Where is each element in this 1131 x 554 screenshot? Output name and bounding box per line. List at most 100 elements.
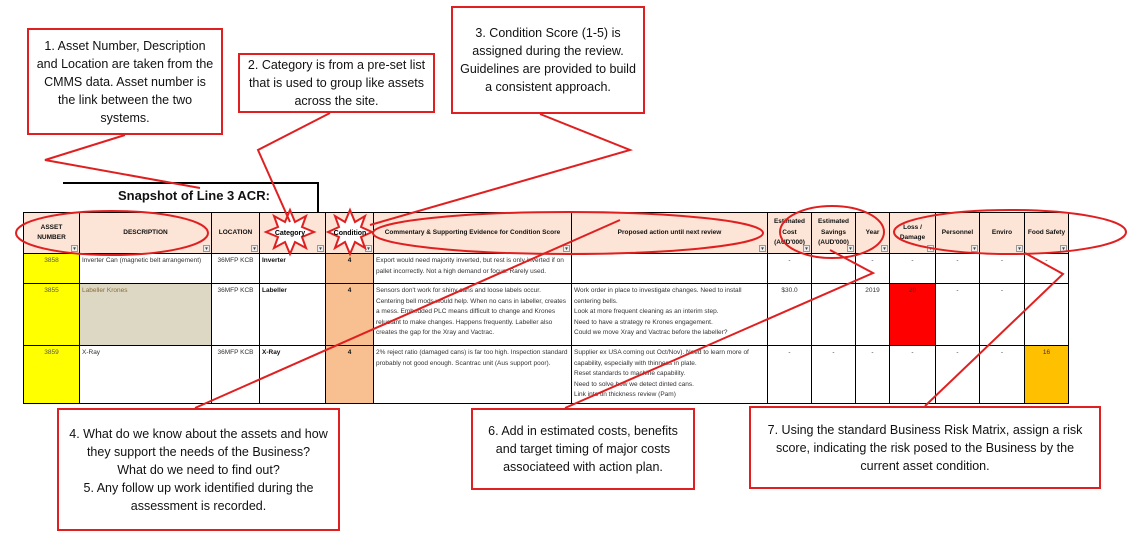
filter-dropdown-icon[interactable]: ▾ (71, 245, 78, 252)
column-header: Personnel ▾ (935, 212, 980, 254)
cell-comment[interactable]: 2% reject ratio (damaged cans) is far to… (373, 345, 572, 404)
cell-desc[interactable]: X-Ray (79, 345, 212, 404)
filter-dropdown-icon[interactable]: ▾ (563, 245, 570, 252)
cell-year[interactable]: - (855, 253, 890, 284)
column-header: Proposed action until next review ▾ (571, 212, 768, 254)
callout-2: 2. Category is from a pre-set list that … (238, 53, 435, 113)
filter-dropdown-icon[interactable]: ▾ (759, 245, 766, 252)
column-header: Estimated Cost (AUD'000)▾ (767, 212, 812, 254)
callout-6: 6. Add in estimated costs, benefits and … (471, 408, 695, 490)
callout-7: 7. Using the standard Business Risk Matr… (749, 406, 1101, 489)
cell-enviro[interactable]: - (979, 283, 1025, 346)
cell-loss[interactable]: 20 (889, 283, 936, 346)
filter-dropdown-icon[interactable]: ▾ (847, 245, 854, 252)
filter-dropdown-icon[interactable]: ▾ (971, 245, 978, 252)
callout-5-text: 5. Any follow up work identified during … (83, 480, 314, 513)
cell-food[interactable]: 16 (1024, 345, 1069, 404)
cell-cat[interactable]: X-Ray (259, 345, 326, 404)
cell-cond[interactable]: 4 (325, 283, 374, 346)
title-border-vertical (317, 182, 319, 213)
cell-loc[interactable]: 36MFP KCB (211, 283, 260, 346)
column-header: LOCATION ▾ (211, 212, 260, 254)
cell-enviro[interactable]: - (979, 345, 1025, 404)
cell-savings[interactable]: - (811, 283, 856, 346)
filter-dropdown-icon[interactable]: ▾ (1060, 245, 1067, 252)
cell-personnel[interactable]: - (935, 253, 980, 284)
cell-loss[interactable]: - (889, 345, 936, 404)
cell-cond[interactable]: 4 (325, 253, 374, 284)
column-header: ▾ (325, 212, 374, 254)
cell-desc[interactable]: Inverter Can (magnetic belt arrangement) (79, 253, 212, 284)
filter-dropdown-icon[interactable]: ▾ (317, 245, 324, 252)
cell-year[interactable]: - (855, 345, 890, 404)
cell-action[interactable]: Supplier ex USA coming out Oct/Nov). Nee… (571, 345, 768, 404)
callout-4-text: 4. What do we know about the assets and … (69, 426, 328, 459)
column-header: ASSET NUMBER ▾ (23, 212, 80, 254)
filter-dropdown-icon[interactable]: ▾ (251, 245, 258, 252)
cell-loc[interactable]: 36MFP KCB (211, 253, 260, 284)
cell-asset[interactable]: 3855 (23, 283, 80, 346)
filter-dropdown-icon[interactable]: ▾ (1016, 245, 1023, 252)
column-header-label: Personnel (941, 228, 974, 236)
cell-loc[interactable]: 36MFP KCB (211, 345, 260, 404)
column-header-label: Commentary & Supporting Evidence for Con… (384, 228, 561, 236)
pointer-1 (44, 134, 201, 189)
cell-action[interactable]: Work order in place to investigate chang… (571, 283, 768, 346)
filter-dropdown-icon[interactable]: ▾ (203, 245, 210, 252)
cell-loss[interactable]: - (889, 253, 936, 284)
column-header: ▾ (259, 212, 326, 254)
column-header-label: LOCATION (218, 228, 253, 236)
cell-enviro[interactable]: - (979, 253, 1025, 284)
cell-action[interactable] (571, 253, 768, 284)
acr-table: ASSET NUMBER ▾ DESCRIPTION ▾ LOCATION ▾ ▾ ▾ Comm… (23, 212, 1069, 404)
column-header-label: Enviro (991, 228, 1013, 236)
cell-food[interactable] (1024, 283, 1069, 346)
callout-3: 3. Condition Score (1-5) is assigned dur… (451, 6, 645, 114)
column-header-label: Food Safety (1027, 228, 1066, 236)
callout-4-question: What do we need to find out? (117, 462, 280, 477)
column-header-label: Estimated Cost (AUD'000) (773, 218, 806, 247)
cell-asset[interactable]: 3859 (23, 345, 80, 404)
filter-dropdown-icon[interactable]: ▾ (803, 245, 810, 252)
column-header-label: Estimated Savings (AUD'000) (817, 218, 850, 247)
cell-desc[interactable]: Labeller Krones (79, 283, 212, 346)
title-border (63, 182, 319, 184)
column-header: Commentary & Supporting Evidence for Con… (373, 212, 572, 254)
callout-4-5: 4. What do we know about the assets and … (57, 408, 340, 531)
cell-cost[interactable]: - (767, 345, 812, 404)
cell-savings[interactable]: - (811, 345, 856, 404)
column-header: Year ▾ (855, 212, 890, 254)
filter-dropdown-icon[interactable]: ▾ (365, 245, 372, 252)
column-header: Estimated Savings (AUD'000)▾ (811, 212, 856, 254)
filter-dropdown-icon[interactable]: ▾ (881, 245, 888, 252)
pointer-3 (369, 113, 634, 226)
column-header-label: DESCRIPTION (123, 228, 168, 236)
cell-cond[interactable]: 4 (325, 345, 374, 404)
cell-comment[interactable]: Sensors don't work for shiny cans and lo… (373, 283, 572, 346)
column-header: Food Safety ▾ (1024, 212, 1069, 254)
column-header-label: Loss / Damage (899, 223, 926, 242)
cell-comment[interactable]: Export would need majority inverted, but… (373, 253, 572, 284)
column-header: Loss / Damage▾ (889, 212, 936, 254)
column-header: DESCRIPTION ▾ (79, 212, 212, 254)
cell-year[interactable]: 2019 (855, 283, 890, 346)
cell-cat[interactable]: Inverter (259, 253, 326, 284)
callout-1: 1. Asset Number, Description and Locatio… (27, 28, 223, 135)
cell-savings[interactable] (811, 253, 856, 284)
filter-dropdown-icon[interactable]: ▾ (927, 245, 934, 252)
pointer-2 (256, 112, 331, 223)
cell-personnel[interactable]: - (935, 345, 980, 404)
cell-food[interactable]: - (1024, 253, 1069, 284)
cell-personnel[interactable]: - (935, 283, 980, 346)
column-header-label: ASSET NUMBER (37, 223, 66, 242)
column-header-label: Proposed action until next review (617, 228, 722, 236)
cell-asset[interactable]: 3858 (23, 253, 80, 284)
cell-cost[interactable]: $30.0 (767, 283, 812, 346)
cell-cost[interactable]: - (767, 253, 812, 284)
column-header: Enviro ▾ (979, 212, 1025, 254)
column-header-label: Year (865, 228, 880, 236)
cell-cat[interactable]: Labeller (259, 283, 326, 346)
